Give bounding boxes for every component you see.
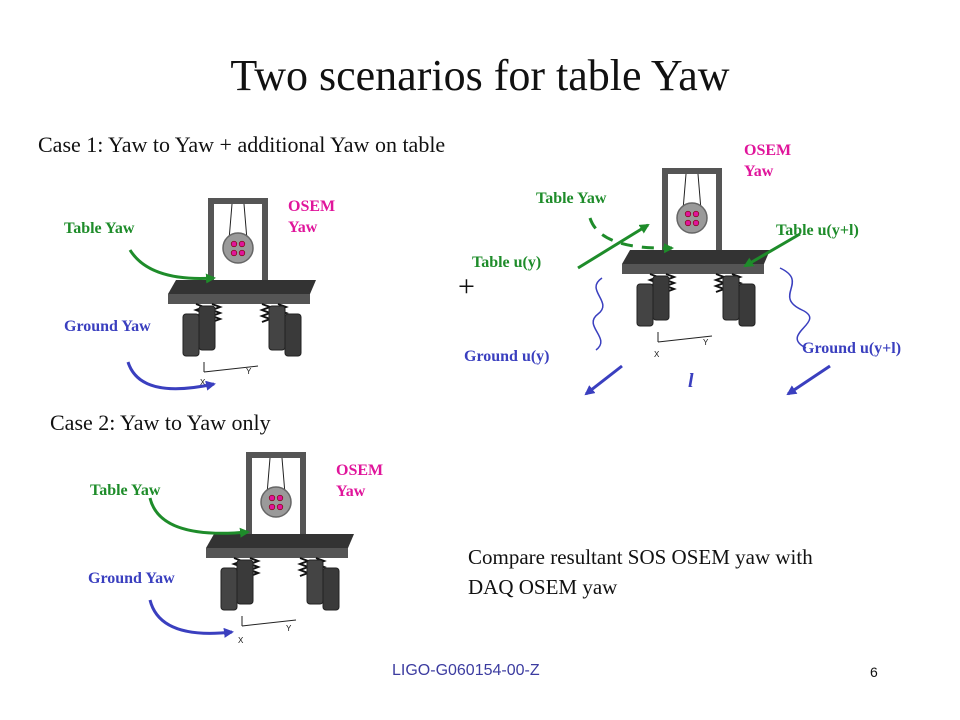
- rig-case1-axis-y: Y: [246, 367, 252, 376]
- compare-line2: DAQ OSEM yaw: [468, 575, 618, 599]
- rig-case2-axis-x: X: [238, 636, 244, 645]
- case1-ground-yaw-label: Ground Yaw: [64, 318, 151, 335]
- equiv-table-yaw-dashed-arrow: [588, 217, 674, 254]
- case2-ground-yaw-arrow: [148, 599, 234, 638]
- ground-wave-left: [592, 277, 604, 351]
- equiv-osem-yaw-label: OSEM Yaw: [744, 140, 791, 182]
- ground-wave-right: [779, 267, 811, 349]
- compare-line1: Compare resultant SOS OSEM yaw with: [468, 545, 813, 569]
- table-u-y-label: Table u(y): [472, 254, 542, 271]
- rig-equivalent-axis-x: X: [654, 350, 660, 359]
- case1-osem-line2: Yaw: [288, 219, 318, 236]
- table-u-yl-label: Table u(y+l): [776, 222, 859, 239]
- case2-heading: Case 2: Yaw to Yaw only: [50, 410, 271, 435]
- rig-equivalent-axis-y: Y: [703, 338, 709, 347]
- compare-text: Compare resultant SOS OSEM yaw with DAQ …: [468, 542, 813, 602]
- case2-osem-line1: OSEM: [336, 462, 384, 479]
- ground-u-y-arrow: [584, 364, 623, 396]
- case1-osem-yaw-label: OSEM Yaw: [288, 196, 335, 238]
- case2-table-yaw-arrow: [148, 497, 250, 538]
- table-u-yl-arrow: [743, 232, 801, 268]
- ground-u-y-label: Ground u(y): [464, 348, 550, 365]
- plus-sign: +: [458, 270, 475, 303]
- case1-heading: Case 1: Yaw to Yaw + additional Yaw on t…: [38, 132, 446, 157]
- footer-doc-id: LIGO-G060154-00-Z: [392, 662, 540, 679]
- slide-title: Two scenarios for table Yaw: [230, 51, 730, 100]
- ground-u-yl-arrow: [786, 364, 831, 396]
- case1-osem-line1: OSEM: [288, 198, 336, 215]
- length-l-label: l: [688, 370, 694, 392]
- equiv-osem-line2: Yaw: [744, 163, 774, 180]
- case2-osem-line2: Yaw: [336, 483, 366, 500]
- equiv-osem-line1: OSEM: [744, 142, 792, 159]
- rig-case2-axis-y: Y: [286, 624, 292, 633]
- case1-ground-yaw-arrow: [126, 361, 216, 391]
- equiv-table-yaw-label: Table Yaw: [536, 190, 607, 207]
- case2-table-yaw-label: Table Yaw: [90, 482, 161, 499]
- rig-case1-axis-x: X: [200, 378, 206, 387]
- case1-table-yaw-label: Table Yaw: [64, 220, 135, 237]
- table-u-y-arrow: [577, 223, 650, 270]
- case1-table-yaw-arrow: [128, 249, 216, 284]
- case2-ground-yaw-label: Ground Yaw: [88, 570, 175, 587]
- case2-osem-yaw-label: OSEM Yaw: [336, 460, 383, 502]
- ground-u-yl-label: Ground u(y+l): [802, 340, 902, 357]
- page-number: 6: [870, 664, 878, 680]
